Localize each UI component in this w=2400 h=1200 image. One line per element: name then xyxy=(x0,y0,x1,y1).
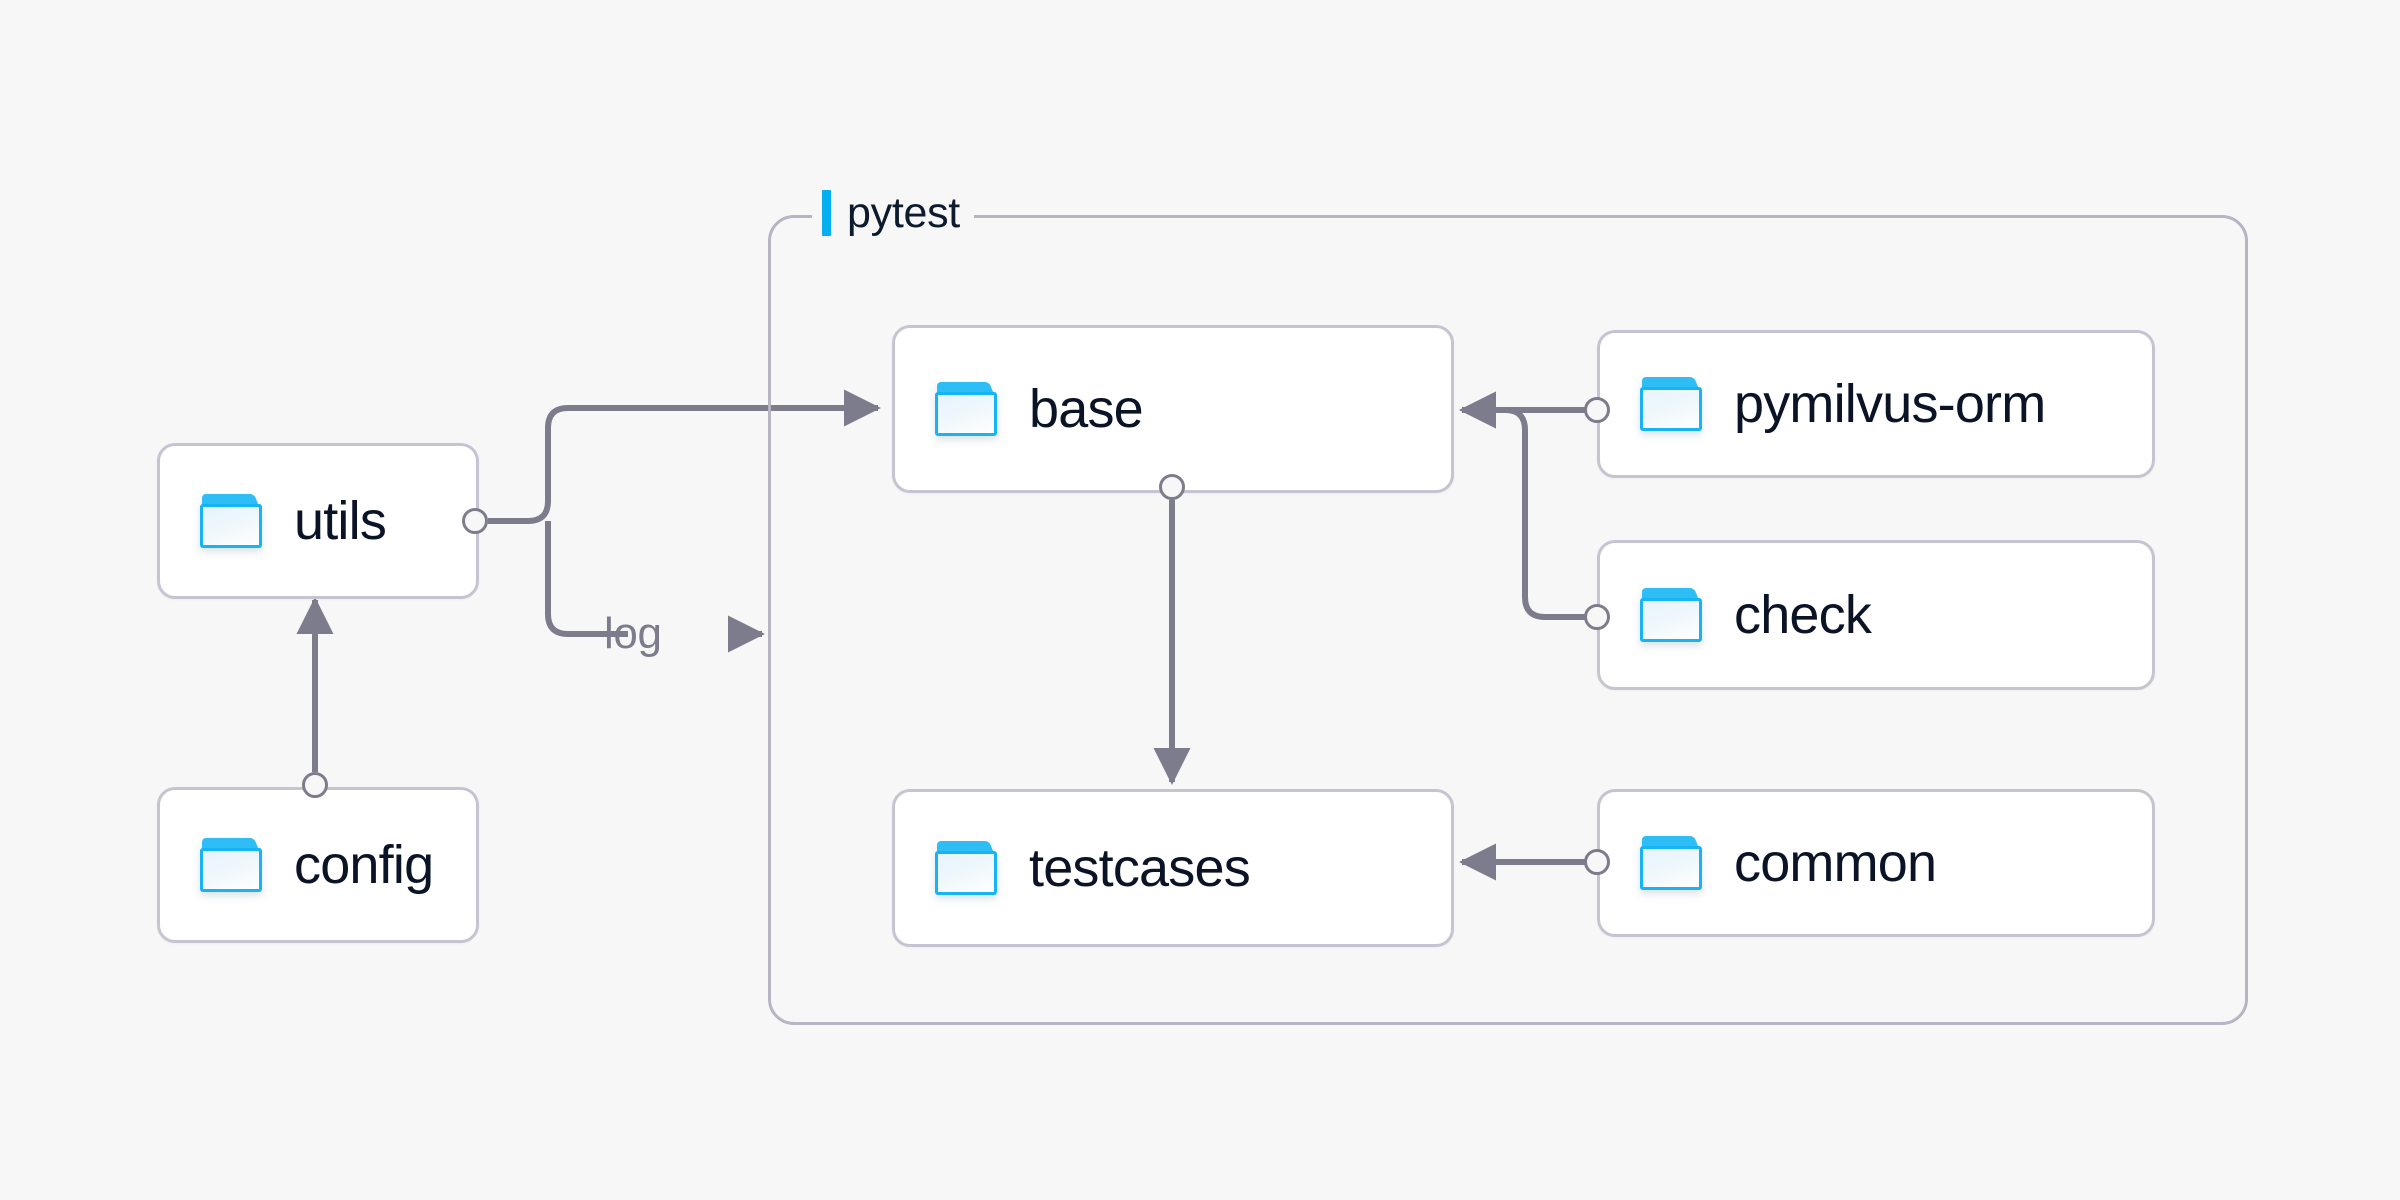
node-utils[interactable]: utils xyxy=(157,443,479,599)
node-base-label: base xyxy=(1029,379,1144,439)
node-pymilvus-orm-label: pymilvus-orm xyxy=(1734,374,2046,434)
node-base[interactable]: base xyxy=(892,325,1454,493)
edge-label-log: log xyxy=(604,609,662,658)
port-pymilvus-orm-left[interactable] xyxy=(1584,397,1610,423)
node-common[interactable]: common xyxy=(1597,789,2155,937)
node-config[interactable]: config xyxy=(157,787,479,943)
node-common-label: common xyxy=(1734,833,1937,893)
folder-icon xyxy=(1640,377,1702,431)
group-pytest-title: pytest xyxy=(847,188,960,237)
folder-icon xyxy=(200,494,262,548)
port-config-top[interactable] xyxy=(302,772,328,798)
group-pytest[interactable] xyxy=(768,215,2248,1025)
folder-icon xyxy=(1640,588,1702,642)
folder-icon xyxy=(935,841,997,895)
node-testcases[interactable]: testcases xyxy=(892,789,1454,947)
port-check-left[interactable] xyxy=(1584,604,1610,630)
port-common-left[interactable] xyxy=(1584,849,1610,875)
port-base-bottom[interactable] xyxy=(1159,474,1185,500)
node-config-label: config xyxy=(294,835,434,895)
folder-icon xyxy=(200,838,262,892)
folder-icon xyxy=(935,382,997,436)
node-check[interactable]: check xyxy=(1597,540,2155,690)
node-check-label: check xyxy=(1734,585,1872,645)
accent-bar-icon xyxy=(822,190,831,236)
node-pymilvus-orm[interactable]: pymilvus-orm xyxy=(1597,330,2155,478)
node-utils-label: utils xyxy=(294,491,387,551)
node-testcases-label: testcases xyxy=(1029,838,1251,898)
group-pytest-label: pytest xyxy=(812,184,974,242)
port-utils-right[interactable] xyxy=(462,508,488,534)
folder-icon xyxy=(1640,836,1702,890)
